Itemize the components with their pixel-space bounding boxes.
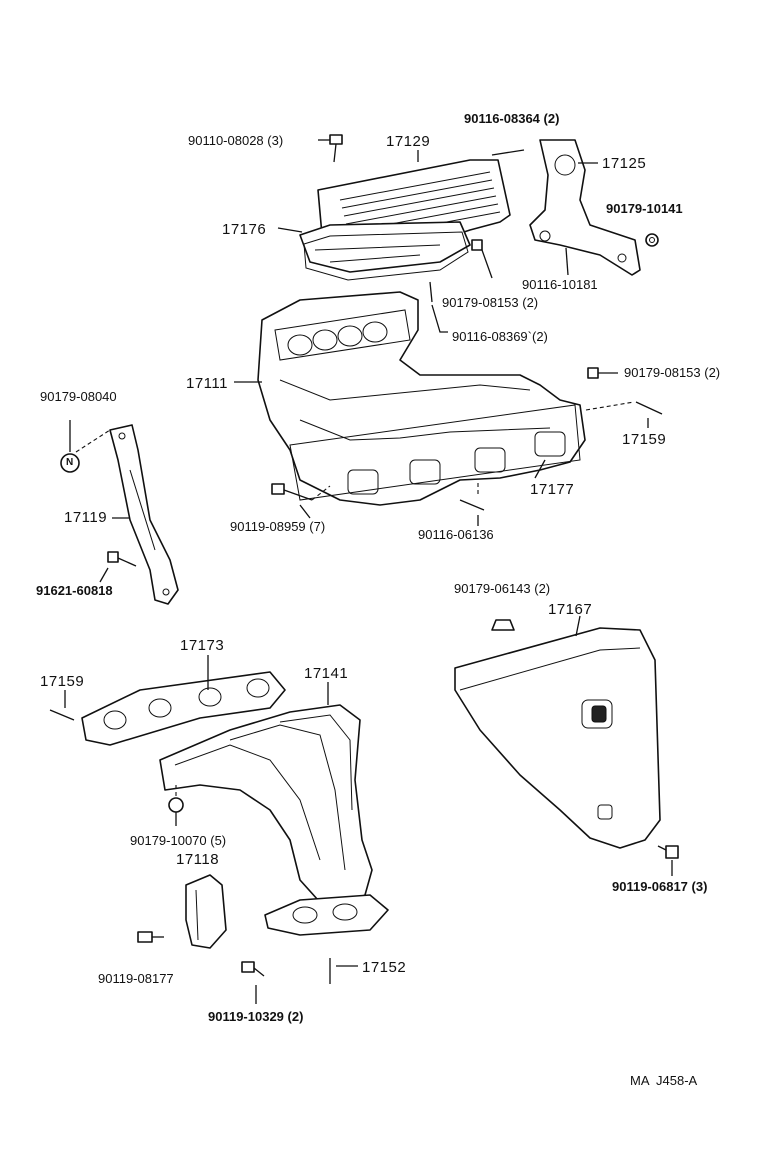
label-90116-10181: 90116-10181 [522, 277, 598, 292]
label-90179-10070: 90179-10070 (5) [130, 833, 227, 848]
label-90119-10329: 90119-10329 (2) [208, 1009, 304, 1024]
stud-17159-upper[interactable] [635, 401, 663, 415]
label-90119-06817: 90119-06817 (3) [612, 879, 708, 894]
label-17111: 17111 [186, 375, 228, 392]
bolt-90119-10329[interactable] [241, 961, 265, 977]
gasket-17177[interactable] [289, 404, 581, 501]
nut-90179-08153-a[interactable] [471, 239, 483, 251]
bolt-90119-06817[interactable] [657, 845, 679, 859]
label-17129: 17129 [386, 133, 431, 150]
label-90119-08177: 90119-08177 [98, 971, 174, 986]
bolt-90119-08177[interactable] [137, 931, 164, 943]
nut-90179-06143[interactable] [491, 619, 515, 631]
label-17173: 17173 [180, 637, 225, 654]
label-17125: 17125 [602, 155, 647, 172]
label-90119-08959: 90119-08959 (7) [230, 519, 326, 534]
label-90116-08364: 90116-08364 (2) [464, 111, 560, 126]
label-17177: 17177 [530, 481, 575, 498]
stud-90116-06136[interactable] [459, 499, 485, 511]
label-17159-upper: 17159 [622, 431, 667, 448]
insulator-17167[interactable] [454, 627, 661, 849]
stud-90116-08369[interactable] [429, 281, 433, 303]
stay-17119[interactable] [109, 424, 179, 605]
label-17119: 17119 [64, 509, 108, 526]
label-90179-08153-a: 90179-08153 (2) [442, 295, 539, 310]
label-17167: 17167 [548, 601, 593, 618]
stud-17159-lower[interactable] [49, 709, 75, 721]
bracket-17125[interactable] [529, 139, 641, 276]
label-90179-06143: 90179-06143 (2) [454, 581, 551, 596]
nut-90179-08040[interactable] [60, 453, 80, 473]
nut-90179-08153-b[interactable] [587, 367, 599, 379]
label-90116-06136: 90116-06136 [418, 527, 494, 542]
label-17118: 17118 [176, 851, 220, 868]
gasket-17173[interactable] [81, 671, 286, 746]
label-90179-08153-b: 90179-08153 (2) [624, 365, 721, 380]
label-90110-08028: 90110-08028 (3) [188, 133, 284, 148]
insulator-17118[interactable] [185, 874, 227, 949]
label-90179-08040: 90179-08040 [40, 389, 117, 404]
label-17176: 17176 [222, 221, 267, 238]
bolt-90119-08959[interactable] [271, 483, 313, 501]
intake-manifold-17111[interactable] [257, 291, 586, 506]
bolt-90110-08028[interactable] [329, 134, 343, 163]
stud-90116-08364[interactable] [491, 149, 525, 156]
exhaust-manifold-17141[interactable] [159, 704, 389, 936]
nut-90179-10070[interactable] [168, 797, 184, 813]
gasket-17176[interactable] [303, 231, 469, 281]
drawing-code: MA J458-A [630, 1073, 698, 1088]
label-90179-10141: 90179-10141 [606, 201, 683, 216]
nut-90179-10141[interactable] [645, 233, 659, 247]
label-90116-08369: 90116-08369`(2) [452, 329, 548, 344]
label-17159-lower: 17159 [40, 673, 85, 690]
label-17152: 17152 [362, 959, 407, 976]
nut-mark-n: N [66, 457, 74, 468]
stud-90116-10181[interactable] [565, 247, 569, 276]
label-17141: 17141 [304, 665, 349, 682]
intake-chamber-17129[interactable] [299, 159, 511, 273]
label-91621-60818: 91621-60818 [36, 583, 113, 598]
bolt-91621-60818[interactable] [107, 551, 137, 567]
